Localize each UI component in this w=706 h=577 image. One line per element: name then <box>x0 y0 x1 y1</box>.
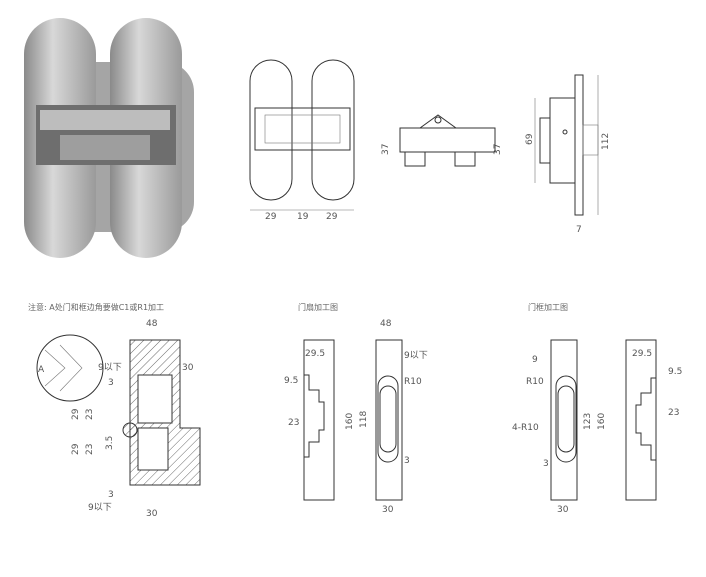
dimension-label: 29.5 <box>632 349 652 359</box>
dimension-label: 9.5 <box>668 367 682 377</box>
dimension-label: 30 <box>382 505 394 515</box>
dimension-label: 23 <box>668 408 679 418</box>
dimension-label: 23 <box>85 409 95 420</box>
dimension-label: 48 <box>380 319 392 329</box>
dimension-label: 门扇加工图 <box>298 302 338 312</box>
dimension-label: 23 <box>85 444 95 455</box>
dimension-label: 3 <box>404 456 410 466</box>
dimension-label: 门框加工图 <box>528 302 568 312</box>
dimension-label: 9 <box>532 355 538 365</box>
dimension-label: 29 <box>265 212 277 222</box>
dimension-label: 9以下 <box>88 503 112 513</box>
dimension-label: 4-R10 <box>512 423 539 433</box>
dimension-label: 37 <box>381 144 391 155</box>
dimension-label: 9以下 <box>98 363 122 373</box>
dimension-label: 23 <box>288 418 299 428</box>
installation-section: 注意: A处门和框边角要做C1或R1加工 48 A 9以下 30 3 29 23… <box>28 302 201 519</box>
dimension-label: 3 <box>543 459 549 469</box>
dimension-label: 7 <box>576 225 582 235</box>
dimension-label: 30 <box>557 505 569 515</box>
dimension-label: 29 <box>71 443 81 455</box>
dimension-label: 3.5 <box>105 436 115 450</box>
dimension-label: 9.5 <box>284 376 298 386</box>
door-frame-drawing: 门框加工图 9 R10 4-R10 123 160 3 30 29.5 9.5 … <box>512 302 682 515</box>
dimension-label: 29.5 <box>305 349 325 359</box>
dimension-label: 118 <box>359 411 369 428</box>
hinge-photo <box>24 18 194 258</box>
dimension-label: A <box>38 365 45 375</box>
dimension-label: 112 <box>601 133 611 150</box>
dimension-label: 123 <box>583 413 593 430</box>
dimension-label: 9以下 <box>404 351 428 361</box>
dimension-label: 29 <box>326 212 338 222</box>
profile-view: 69 112 7 <box>525 74 611 235</box>
dimension-label: 37 <box>493 144 503 155</box>
front-view: 29 19 29 <box>249 59 355 222</box>
dimension-label: 19 <box>297 212 309 222</box>
dimension-label: R10 <box>526 377 544 387</box>
dimension-label: R10 <box>404 377 422 387</box>
dimension-label: 30 <box>146 509 158 519</box>
dimension-label: 3 <box>108 378 114 388</box>
dimension-label: 69 <box>525 133 535 145</box>
dimension-label: 160 <box>597 413 607 430</box>
dimension-label: 29 <box>71 408 81 420</box>
door-leaf-drawing: 门扇加工图 29.5 9.5 23 48 9以下 R10 160 118 3 3… <box>284 302 428 515</box>
side-view: 37 37 <box>381 114 503 167</box>
dimension-label: 160 <box>345 413 355 430</box>
dimension-label: 3 <box>108 490 114 500</box>
section-note: 注意: A处门和框边角要做C1或R1加工 <box>28 302 164 312</box>
dimension-label: 48 <box>146 319 158 329</box>
dimension-label: 30 <box>182 363 194 373</box>
